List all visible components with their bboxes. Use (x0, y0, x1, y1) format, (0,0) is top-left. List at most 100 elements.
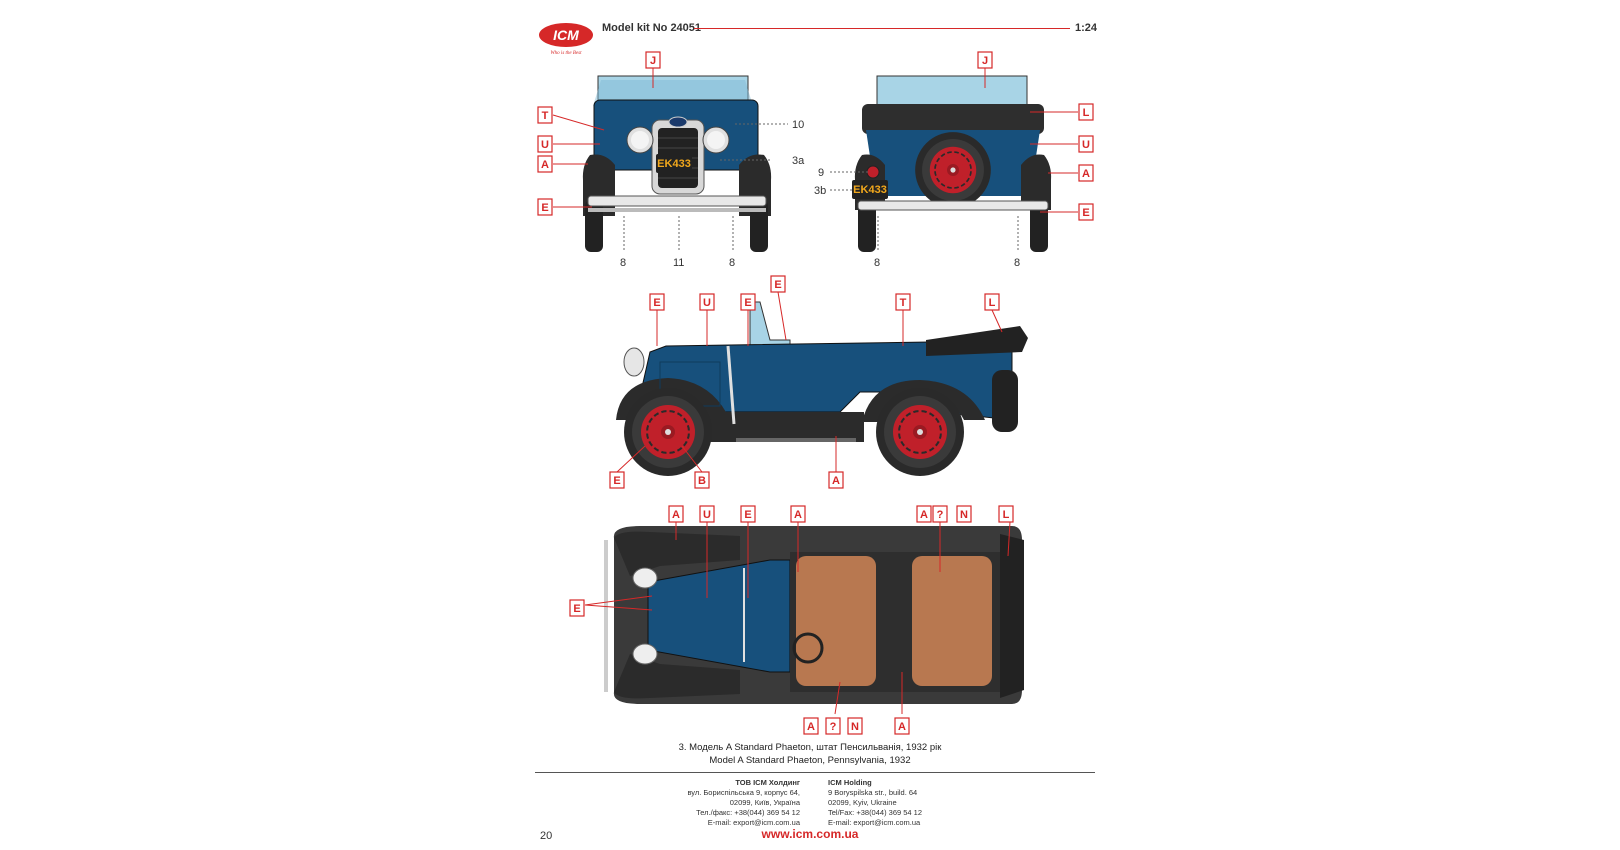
caption-english: Model A Standard Phaeton, Pennsylvania, … (709, 755, 911, 766)
callout-n-top-2: N (847, 717, 863, 735)
svg-text:A: A (807, 721, 815, 733)
callout-a-top-2: A (790, 505, 806, 523)
svg-text:L: L (989, 297, 996, 309)
svg-text:A: A (832, 475, 840, 487)
leader-lines (552, 67, 1078, 715)
callout-e-top: E (740, 505, 756, 523)
svg-text:A: A (1082, 168, 1090, 180)
part-number-9: 9 (818, 167, 824, 179)
address-line-en: E-mail: export@icm.com.ua (828, 818, 921, 827)
svg-text:T: T (542, 110, 549, 122)
svg-text:U: U (1082, 139, 1090, 151)
callout-a-rear: A (1078, 164, 1094, 182)
svg-text:?: ? (830, 721, 837, 733)
callout-e-side-light: E (649, 293, 665, 311)
svg-text:E: E (744, 509, 751, 521)
callout-e-side-trim: E (740, 293, 756, 311)
svg-text:J: J (982, 55, 988, 67)
svg-text:E: E (573, 603, 580, 615)
address-line-ua: вул. Бориспільська 9, корпус 64, (687, 788, 800, 797)
callout-u-rear: U (1078, 135, 1094, 153)
svg-text:J: J (650, 55, 656, 67)
callout-u-front: U (537, 135, 553, 153)
svg-text:U: U (703, 297, 711, 309)
callouts: J J T U A E L U A E E E U E T L E B A A … (537, 51, 1094, 735)
part-number-10: 10 (792, 119, 804, 131)
callout-u-side: U (699, 293, 715, 311)
svg-text:ICM: ICM (553, 27, 579, 43)
part-number-8-front-right: 8 (729, 257, 735, 269)
callout-a-top-1: A (668, 505, 684, 523)
address-line-en: 9 Boryspilska str., build. 64 (828, 788, 918, 797)
svg-text:U: U (703, 509, 711, 521)
svg-text:L: L (1003, 509, 1010, 521)
svg-text:E: E (541, 202, 548, 214)
side-view (616, 301, 1028, 478)
part-number-3b: 3b (814, 185, 826, 197)
callout-e-top-front: E (569, 599, 585, 617)
callout-a-top-3: A (916, 505, 932, 523)
callout-a-top-5: A (894, 717, 910, 735)
company-name-ua: ТОВ ICM Холдинг (735, 778, 800, 787)
address-line-en: 02099, Kyiv, Ukraine (828, 798, 897, 807)
callout-n-top-1: N (956, 505, 972, 523)
callout-l-side: L (984, 293, 1000, 311)
part-number-8-front-left: 8 (620, 257, 626, 269)
svg-text:A: A (541, 159, 549, 171)
callout-a-side: A (828, 471, 844, 489)
kit-number: Model kit No 24051 (602, 22, 702, 34)
page-number: 20 (540, 830, 553, 842)
scale-label: 1:24 (1075, 22, 1098, 34)
svg-text:E: E (774, 279, 781, 291)
svg-text:A: A (672, 509, 680, 521)
callout-j-rear: J (977, 51, 993, 69)
svg-text:L: L (1083, 107, 1090, 119)
svg-text:Who is the Best: Who is the Best (551, 51, 583, 56)
svg-text:E: E (653, 297, 660, 309)
part-number-lines (623, 123, 1019, 252)
callout-t-side: T (895, 293, 911, 311)
callout-b-side: B (694, 471, 710, 489)
svg-text:T: T (900, 297, 907, 309)
callout-l-top: L (998, 505, 1014, 523)
rear-view: EK433 (852, 75, 1052, 252)
callout-u-top: U (699, 505, 715, 523)
svg-text:N: N (851, 721, 859, 733)
svg-text:B: B (698, 475, 706, 487)
svg-text:A: A (898, 721, 906, 733)
callout-e-side-screen: E (770, 275, 786, 293)
part-number-8-rear-right: 8 (1014, 257, 1020, 269)
svg-text:E: E (613, 475, 620, 487)
callout-e-front: E (537, 198, 553, 216)
svg-text:U: U (541, 139, 549, 151)
website-link[interactable]: www.icm.com.ua (761, 827, 859, 841)
address-english: ICM Holding 9 Boryspilska str., build. 6… (828, 778, 1028, 828)
callout-e-side-wheel: E (609, 471, 625, 489)
address-line-en: Tel/Fax: +38(044) 369 54 12 (828, 808, 923, 817)
svg-text:A: A (920, 509, 928, 521)
part-numbers: 10 3a 9 3b 8 11 8 8 8 (620, 119, 1020, 269)
svg-text:E: E (744, 297, 751, 309)
callout-j-front: J (645, 51, 661, 69)
callout-l-rear: L (1078, 103, 1094, 121)
svg-text:E: E (1082, 207, 1089, 219)
address-line-ua: E-mail: export@icm.com.ua (707, 818, 800, 827)
address-line-ua: 02099, Київ, Україна (729, 798, 800, 807)
rear-plate-text: EK433 (853, 184, 887, 196)
part-number-11: 11 (673, 257, 684, 269)
callout-e-rear: E (1078, 203, 1094, 221)
icm-logo: ICM Who is the Best (539, 23, 593, 56)
header-rule (694, 28, 1070, 29)
part-number-3a: 3a (792, 155, 805, 167)
company-name-en: ICM Holding (828, 778, 872, 787)
callout-a-front: A (537, 155, 553, 173)
footer-rule (535, 772, 1095, 773)
address-line-ua: Тел./факс: +38(044) 369 54 12 (696, 808, 800, 817)
svg-text:A: A (794, 509, 802, 521)
svg-text:N: N (960, 509, 968, 521)
svg-text:?: ? (937, 509, 944, 521)
callout-q-top-1: ? (932, 505, 948, 523)
callout-a-top-4: A (803, 717, 819, 735)
